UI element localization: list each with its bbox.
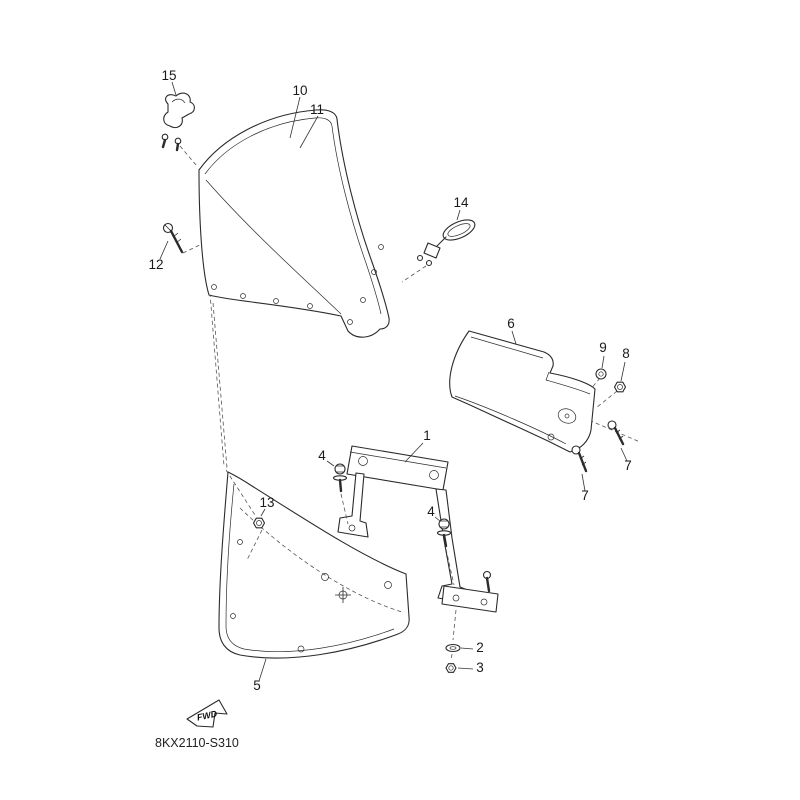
callout-2: 2 xyxy=(476,640,484,655)
callout-11: 11 xyxy=(310,102,324,117)
callout-9: 9 xyxy=(599,340,607,355)
washer-part-9 xyxy=(595,368,607,380)
callout-5: 5 xyxy=(253,678,261,693)
fwd-label: FWD xyxy=(196,708,219,722)
bracket-foot-plate xyxy=(441,585,499,613)
side-panel-part-6 xyxy=(449,330,596,453)
screw-part-7-upper xyxy=(607,420,625,446)
bolt-part-4-left xyxy=(332,463,349,525)
callout-13: 13 xyxy=(259,495,274,510)
lower-cowl-part-5 xyxy=(218,471,410,659)
windshield-part-10-11 xyxy=(198,109,390,338)
callout-7-upper: 7 xyxy=(624,458,632,473)
fwd-marker: FWD xyxy=(186,699,228,728)
alignment-mark xyxy=(335,587,351,603)
callout-10: 10 xyxy=(292,83,307,98)
callout-labels: 15 10 11 12 14 6 9 8 7 7 1 4 4 13 2 3 5 xyxy=(148,68,631,693)
lower-cowl-outline xyxy=(218,471,410,659)
fwd-arrow-icon xyxy=(186,699,228,728)
stay-bracket-part-1 xyxy=(337,445,499,613)
callout-8: 8 xyxy=(622,346,630,361)
assembly-dashed-lines-over-cowl xyxy=(225,469,457,662)
callout-15: 15 xyxy=(161,68,176,83)
callout-14: 14 xyxy=(453,195,469,210)
clamp-part-15 xyxy=(161,92,195,152)
callout-3: 3 xyxy=(476,660,484,675)
screw-part-12 xyxy=(162,222,184,254)
windshield-outline xyxy=(198,109,390,338)
mirror-stay-part-14 xyxy=(416,219,476,267)
screw-part-7-lower xyxy=(571,445,588,473)
nut-part-13 xyxy=(252,517,266,529)
callout-7-lower: 7 xyxy=(581,488,589,503)
callout-1: 1 xyxy=(423,428,431,443)
panel-mount-hole xyxy=(557,408,577,424)
callout-4-left: 4 xyxy=(318,448,326,463)
callout-6: 6 xyxy=(507,316,515,331)
callout-12: 12 xyxy=(148,257,163,272)
washer-part-2 xyxy=(445,643,461,653)
bolt-part-4-right xyxy=(436,518,455,586)
nut-part-3 xyxy=(445,663,457,673)
callout-4-right: 4 xyxy=(427,504,435,519)
side-panel-outline xyxy=(449,330,596,453)
part-code: 8KX2110-S310 xyxy=(155,736,239,750)
callout-leaders xyxy=(159,81,628,682)
nut-part-8 xyxy=(613,381,627,393)
